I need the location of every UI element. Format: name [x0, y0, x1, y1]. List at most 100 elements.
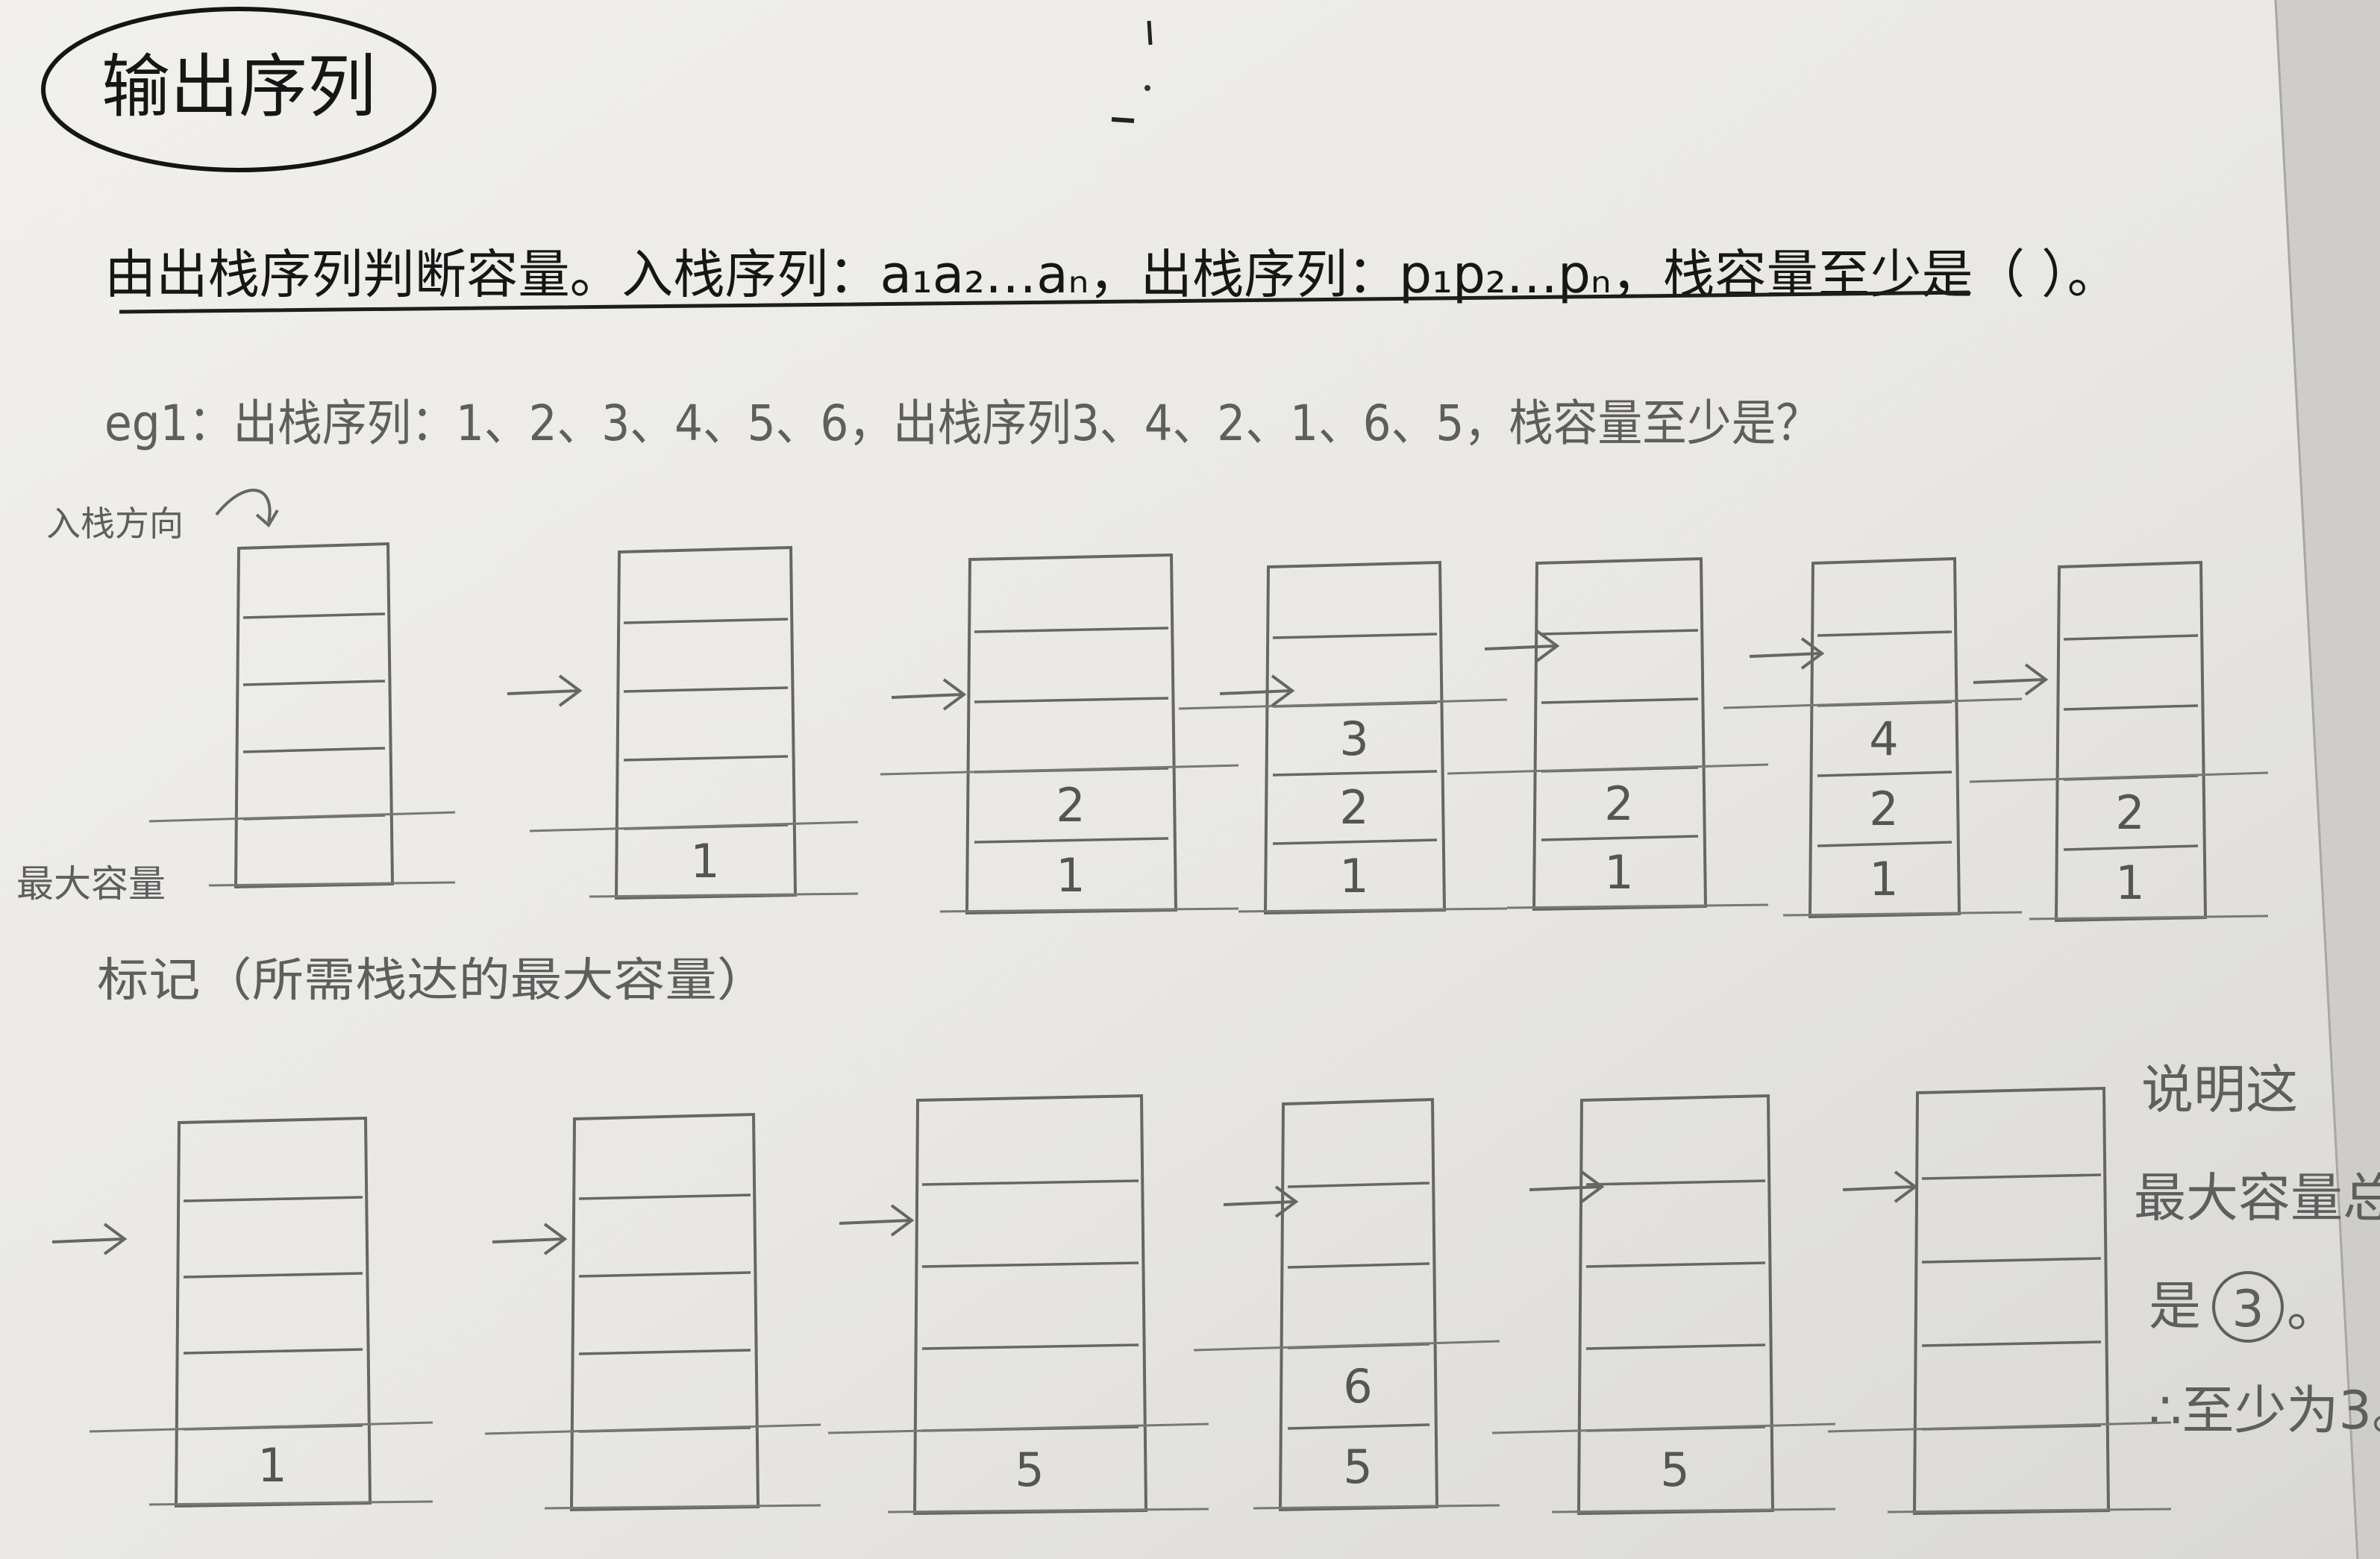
stack-slot-line — [974, 837, 1169, 844]
stack-item: 1 — [1604, 845, 1633, 900]
stack-item: 6 — [1343, 1359, 1372, 1414]
stack-slot-line — [1287, 1182, 1430, 1188]
stack-slot-line — [183, 1272, 363, 1279]
stack-base-line — [589, 892, 859, 898]
capacity-marker-line — [1723, 697, 2023, 709]
stack-item: 1 — [1339, 849, 1368, 903]
stack-slot-line — [1585, 1343, 1766, 1350]
stack-item: 2 — [1339, 780, 1368, 835]
conclusion-circle — [2212, 1271, 2284, 1343]
stack-slot-line — [183, 1348, 363, 1355]
flow-arrow-icon — [1842, 1170, 1918, 1203]
flow-arrow-icon — [891, 678, 967, 711]
stack-slot-line — [1817, 771, 1952, 777]
capacity-marker-line — [827, 1422, 1209, 1434]
stack-item: 2 — [2115, 785, 2144, 840]
stack-slot-line — [921, 1179, 1139, 1186]
stack-slot-line — [2063, 634, 2199, 641]
stack-base-line — [1887, 1508, 2172, 1513]
capacity-marker-line — [1193, 1340, 1500, 1352]
stack-slot-line — [1272, 770, 1438, 777]
stack-slot-line — [1921, 1173, 2102, 1180]
note-title: 输出序列 — [101, 47, 376, 127]
stack-slot-line — [183, 1196, 363, 1202]
stack-slot-line — [1585, 1179, 1766, 1186]
capacity-marker-line — [880, 764, 1239, 776]
stack-slot-line — [1541, 697, 1699, 704]
stack-slot-line — [578, 1193, 751, 1200]
push-direction-arrow — [215, 489, 279, 528]
conclusion-line-4: ∴至少为3。 — [2149, 1380, 2380, 1441]
stack-slot-line — [242, 612, 386, 619]
stack-slot-line — [578, 1271, 751, 1278]
conclusion-line-3c: 。 — [2287, 1280, 2337, 1339]
stack-slot-line — [2063, 704, 2199, 711]
stray-mark — [1111, 117, 1135, 123]
stack-slot-line — [578, 1349, 751, 1355]
capacity-marker-line — [148, 811, 456, 823]
flow-arrow-icon — [1484, 630, 1560, 662]
stack-slot-line — [623, 755, 789, 762]
stack-base-line — [1551, 1508, 1836, 1513]
stack-item: 4 — [1869, 712, 1898, 766]
stack-slot-line — [1287, 1262, 1430, 1269]
stack-item: 1 — [1056, 848, 1085, 903]
stack-slot-line — [1817, 841, 1952, 847]
stack-item: 5 — [1343, 1440, 1372, 1494]
stack-item: 1 — [257, 1438, 286, 1493]
stack-item: 5 — [1660, 1443, 1689, 1497]
stack-slot-line — [242, 747, 386, 753]
conclusion-line-2: 最大容量总 — [2134, 1167, 2380, 1229]
stack-item: 1 — [1869, 852, 1898, 906]
conclusion-line-3a: 是 — [2149, 1276, 2201, 1337]
stack-base-line — [1782, 911, 2023, 917]
stack-item: 5 — [1015, 1443, 1044, 1497]
stack-item: 1 — [690, 834, 719, 888]
conclusion-line-3b: 3 — [2232, 1280, 2264, 1339]
capacity-marker-line — [484, 1423, 821, 1435]
stack-base-line — [1506, 903, 1769, 909]
stack-base-line — [544, 1504, 821, 1510]
stack-slot-line — [974, 697, 1169, 703]
flow-arrow-icon — [1223, 1185, 1299, 1218]
stack-base-line — [148, 1500, 433, 1506]
mark-note: 标记（所需栈达的最大容量） — [97, 953, 768, 1007]
stack-slot-line — [1921, 1257, 2102, 1264]
capacity-marker-line — [89, 1421, 433, 1433]
stack-slot-line — [1585, 1261, 1766, 1268]
example-text: eg1：出栈序列：1、2、3、4、5、6，出栈序列3、4、2、1、6、5，栈容量… — [104, 395, 1820, 452]
stack-slot-line — [1272, 838, 1438, 845]
stack-item: 2 — [1056, 778, 1085, 832]
paper-edge-line — [2274, 0, 2359, 1559]
capacity-marker-line — [1827, 1421, 2172, 1433]
stack-item: 2 — [1604, 777, 1633, 831]
title-oval — [41, 7, 436, 172]
stack-base-line — [1253, 1504, 1500, 1510]
stack-item: 2 — [1869, 782, 1898, 836]
flow-arrow-icon — [1529, 1170, 1605, 1203]
stack-slot-line — [1272, 633, 1438, 639]
flow-arrow-icon — [507, 674, 583, 707]
capacity-marker-line — [1447, 763, 1769, 775]
stack-slot-line — [623, 686, 789, 693]
stack-slot-line — [623, 618, 789, 624]
stack-base-line — [887, 1508, 1209, 1513]
capacity-marker-line — [1969, 771, 2269, 783]
stack-slot-line — [1921, 1340, 2102, 1347]
capacity-marker-line — [529, 821, 859, 832]
stray-mark — [1144, 85, 1150, 91]
stack-slot-line — [921, 1343, 1139, 1350]
flow-arrow-icon — [839, 1204, 915, 1237]
question-underline — [119, 290, 1970, 314]
capacity-marker-line — [1491, 1422, 1836, 1434]
conclusion-line-1: 说明这 — [2141, 1059, 2298, 1120]
stack-slot-line — [1541, 629, 1699, 636]
stack-slot-line — [1287, 1423, 1430, 1430]
flow-arrow-icon — [51, 1223, 128, 1255]
stack-base-line — [208, 881, 456, 887]
stack-base-line — [939, 907, 1239, 913]
stack-base-line — [2029, 915, 2269, 920]
stack-slot-line — [1541, 835, 1699, 841]
